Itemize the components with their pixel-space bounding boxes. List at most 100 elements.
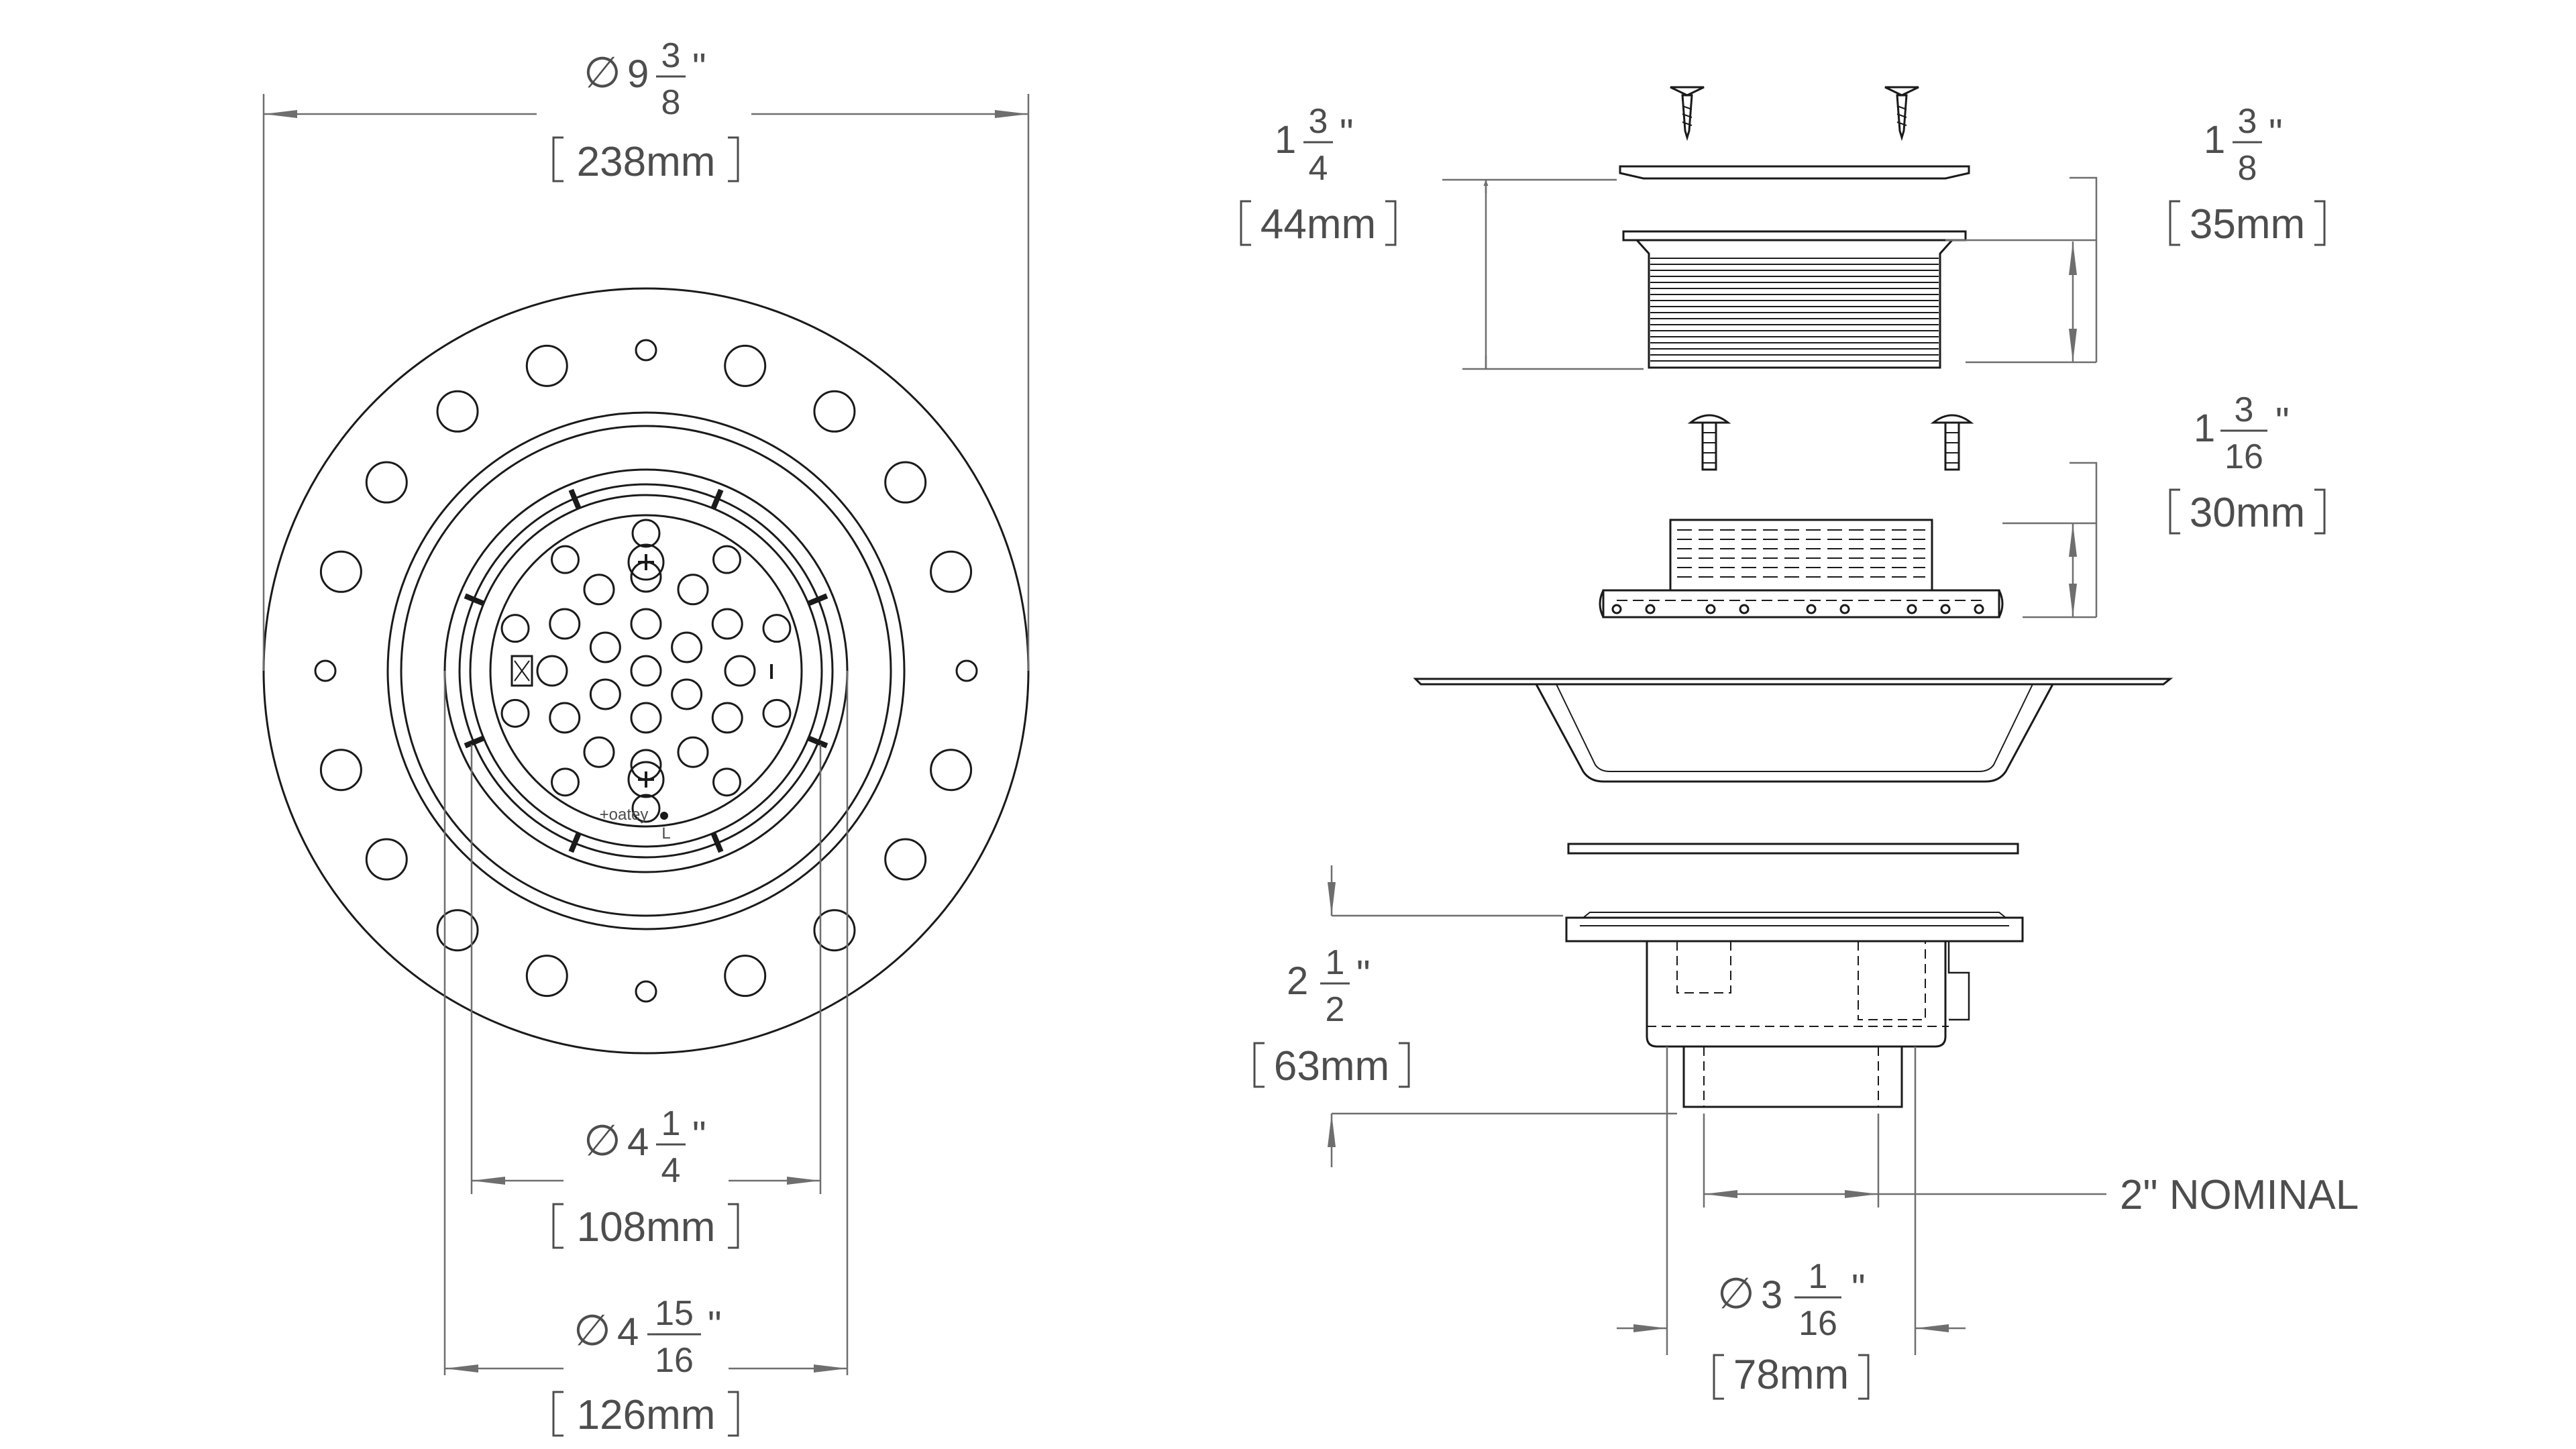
strainer-threads xyxy=(1650,258,1939,362)
clamp-collar xyxy=(1602,589,2000,619)
grate-hole xyxy=(551,767,580,797)
dim-base-height-inch: " xyxy=(1356,953,1371,996)
collar-hole xyxy=(1940,604,1951,614)
dim-body-diameter-inch: " xyxy=(708,1303,722,1347)
clamp-knurl-band xyxy=(1669,519,1933,592)
dim-opening-diameter-inch: " xyxy=(692,1114,706,1157)
dim-outlet-diameter-symbol: ∅ xyxy=(1717,1269,1755,1318)
dim-body-diameter-symbol: ∅ xyxy=(574,1306,611,1354)
flange-hole xyxy=(930,550,973,593)
dim-overall-diameter-symbol: ∅ xyxy=(584,48,621,97)
flange-hole xyxy=(724,955,767,998)
ring-tab xyxy=(568,488,582,510)
dim-body-diameter-den: 16 xyxy=(655,1341,694,1380)
dim-overall-diameter-whole: 9 xyxy=(627,52,649,96)
grate-plate xyxy=(1619,165,1970,180)
ring-tab xyxy=(464,735,485,749)
dim-opening-diameter: ∅ 4 1 4 " 108mm xyxy=(552,1104,739,1250)
flange-inner-edge xyxy=(386,411,906,930)
flange-holes xyxy=(314,339,978,1003)
grate-key-slot xyxy=(511,655,533,687)
plan-dimension-lines xyxy=(262,94,1030,1375)
flange-hole xyxy=(884,461,927,504)
grate-hole xyxy=(630,702,662,734)
dim-thread-height-num: 3 xyxy=(2238,102,2257,141)
dim-clamp-height-inch: " xyxy=(2275,400,2290,443)
grate-brand-mark: +oatey xyxy=(600,806,649,824)
collar-hole xyxy=(1806,604,1817,614)
dim-body-diameter-whole: 4 xyxy=(617,1310,639,1354)
ring-tab xyxy=(464,593,485,606)
flange-hole xyxy=(635,339,657,362)
grate-hole xyxy=(712,545,741,574)
ring-tab xyxy=(710,832,724,853)
dim-base-height-whole: 2 xyxy=(1287,959,1308,1003)
dim-outlet-diameter-inch: " xyxy=(1851,1267,1866,1310)
receptor-flange xyxy=(1413,678,2174,686)
dim-clamp-height-whole: 1 xyxy=(2194,407,2215,450)
grate-hole xyxy=(500,614,530,643)
dim-nominal-callout: 2" NOMINAL xyxy=(2120,1172,2359,1218)
grate-hole xyxy=(677,736,709,768)
clamp-bolt-right-icon xyxy=(1930,414,1974,471)
flange-outer-edge xyxy=(262,287,1030,1055)
flange-hole xyxy=(436,390,479,433)
dim-opening-diameter-metric: 108mm xyxy=(577,1204,716,1250)
strainer-flange xyxy=(1622,230,1967,241)
flange-hole xyxy=(436,909,479,952)
dim-outlet-diameter-den: 16 xyxy=(1799,1304,1837,1343)
dim-strainer-height-num: 3 xyxy=(1309,102,1328,141)
collar-hole xyxy=(1645,604,1656,614)
flange-hole xyxy=(813,909,856,952)
flange-hole xyxy=(884,838,927,881)
grate-hole xyxy=(631,519,661,548)
dim-clamp-height-metric: 30mm xyxy=(2190,490,2305,536)
dim-clamp-height-den: 16 xyxy=(2224,437,2263,476)
grate-hole xyxy=(631,794,661,823)
grate-hole xyxy=(536,655,568,687)
flange-hole xyxy=(724,344,767,387)
grate-edge xyxy=(489,514,803,828)
dim-overall-diameter-metric: 238mm xyxy=(577,139,716,185)
grate-hole xyxy=(724,655,756,687)
dim-opening-diameter-whole: 4 xyxy=(627,1120,649,1164)
dim-thread-height: 1 3 8 " 35mm xyxy=(2169,102,2326,248)
grate-hole xyxy=(551,545,580,574)
clamp-bolt-left-icon xyxy=(1687,414,1731,471)
flange-hole xyxy=(525,955,568,998)
gasket xyxy=(1567,843,2019,855)
grate-hole xyxy=(762,698,792,728)
dim-body-diameter: ∅ 4 15 16 " 126mm xyxy=(552,1294,739,1438)
grate-hole xyxy=(500,698,530,728)
grate-hole xyxy=(711,702,743,734)
base-flange xyxy=(1565,916,2024,943)
dim-overall-diameter-den: 8 xyxy=(661,83,681,122)
dim-thread-height-whole: 1 xyxy=(2204,118,2225,162)
dim-opening-diameter-symbol: ∅ xyxy=(584,1116,621,1165)
flange-hole xyxy=(365,461,408,504)
dim-thread-height-inch: " xyxy=(2269,111,2283,155)
dim-thread-height-metric: 35mm xyxy=(2190,201,2305,248)
flange-hole xyxy=(635,980,657,1003)
dim-overall-diameter-num: 3 xyxy=(661,36,681,75)
dim-strainer-height-inch: " xyxy=(1340,111,1354,155)
collar-hole xyxy=(1705,604,1716,614)
grate-screw-bottom-icon xyxy=(627,761,665,798)
exploded-elevation xyxy=(1413,86,2174,1108)
dim-outlet-diameter-whole: 3 xyxy=(1761,1273,1782,1317)
grate-hole xyxy=(712,767,741,797)
dim-strainer-height-whole: 1 xyxy=(1275,118,1296,162)
flange-hole xyxy=(930,749,973,792)
grate-hole xyxy=(671,631,703,663)
ring-tab xyxy=(807,735,828,749)
body-ring-outer xyxy=(400,425,892,917)
grate-holes xyxy=(500,519,792,823)
grate-hole xyxy=(677,574,709,606)
grate-screw-right-icon xyxy=(1884,86,1919,142)
dim-strainer-height-den: 4 xyxy=(1309,149,1328,188)
knurl-pattern xyxy=(1677,529,1925,578)
dim-overall-diameter: ∅ 9 3 8 " 238mm xyxy=(552,36,739,185)
flange-hole xyxy=(314,659,337,682)
dim-strainer-height: 1 3 4 " 44mm xyxy=(1240,102,1397,248)
